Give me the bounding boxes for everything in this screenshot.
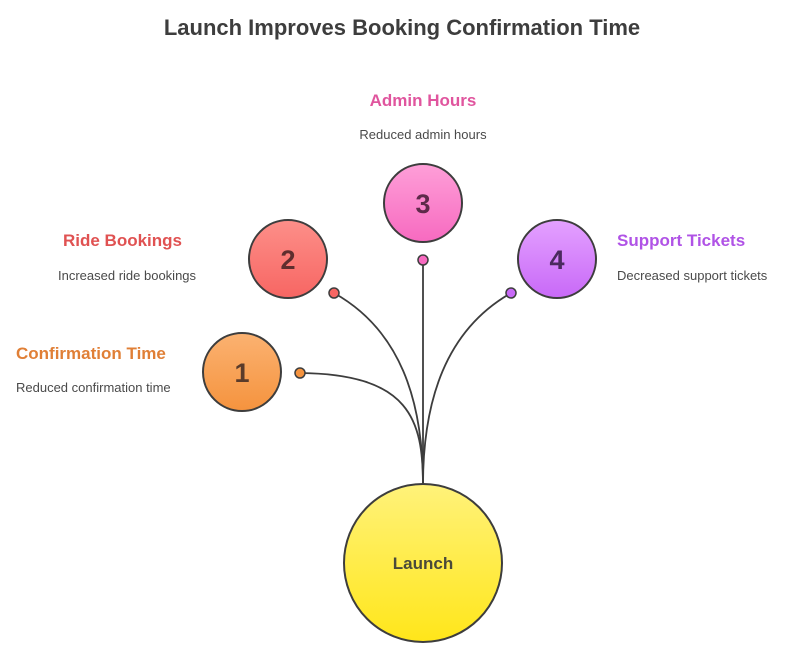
connector-dot-2 [328,287,340,299]
item-3-number: 3 [415,189,430,219]
item-3-node: 3 [383,163,463,243]
item-4-label: Support Tickets [617,231,746,250]
item-1-node: 1 [202,332,282,412]
connector-4 [422,292,512,486]
item-4-description: Decreased support tickets [617,268,768,283]
diagram-title: Launch Improves Booking Confirmation Tim… [163,15,641,40]
item-4-circle [517,219,597,299]
connector-dot-3 [417,254,429,266]
connector-1 [299,372,424,486]
item-2-node: 2 [248,219,328,299]
item-2-label: Ride Bookings [63,231,183,250]
item-1-label: Confirmation Time [16,344,166,363]
item-1-number: 1 [234,358,249,388]
launch-circle [343,483,503,643]
item-4-node: 4 [517,219,597,299]
item-2-number: 2 [280,245,295,275]
item-4-number: 4 [549,245,564,275]
item-3-label: Admin Hours [369,91,477,110]
launch-label: Launch [393,554,453,573]
connector-dot-1 [294,367,306,379]
item-1-description: Reduced confirmation time [16,380,171,395]
item-1-circle [202,332,282,412]
item-2-circle [248,219,328,299]
connector-2 [333,292,424,486]
item-2-description: Increased ride bookings [58,268,197,283]
launch-node: Launch [343,483,503,643]
connector-dot-4 [505,287,517,299]
item-3-circle [383,163,463,243]
item-3-description: Reduced admin hours [359,127,487,142]
